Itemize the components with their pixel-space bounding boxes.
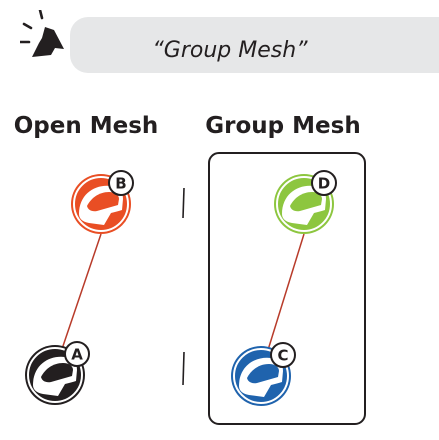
open-mesh-link	[61, 233, 102, 350]
headset-b-node: B	[71, 170, 134, 234]
voice-command-pill	[70, 17, 439, 73]
headset-c-node: C	[231, 342, 296, 406]
headset-d-node: D	[274, 170, 337, 234]
divider-bar-top	[182, 187, 185, 219]
headset-c-badge: C	[270, 342, 296, 368]
group-mesh-link	[267, 233, 305, 351]
speaking-voice-icon	[20, 10, 64, 57]
headset-b-label: B	[115, 175, 126, 193]
headset-b-badge: B	[108, 170, 134, 196]
voice-command-text: “Group Mesh”	[152, 38, 308, 63]
headset-a-label: A	[71, 346, 83, 364]
headset-d-label: D	[318, 175, 330, 193]
group-mesh-title: Group Mesh	[205, 113, 361, 139]
divider-bar-bottom	[182, 351, 185, 386]
headset-a-node: A	[25, 341, 90, 405]
voice-command-banner: “Group Mesh”	[20, 10, 439, 76]
headset-d-badge: D	[311, 170, 337, 196]
headset-a-badge: A	[64, 341, 90, 367]
headset-c-label: C	[277, 347, 288, 365]
group-mesh-frame	[208, 152, 366, 425]
open-mesh-title: Open Mesh	[13, 113, 159, 139]
